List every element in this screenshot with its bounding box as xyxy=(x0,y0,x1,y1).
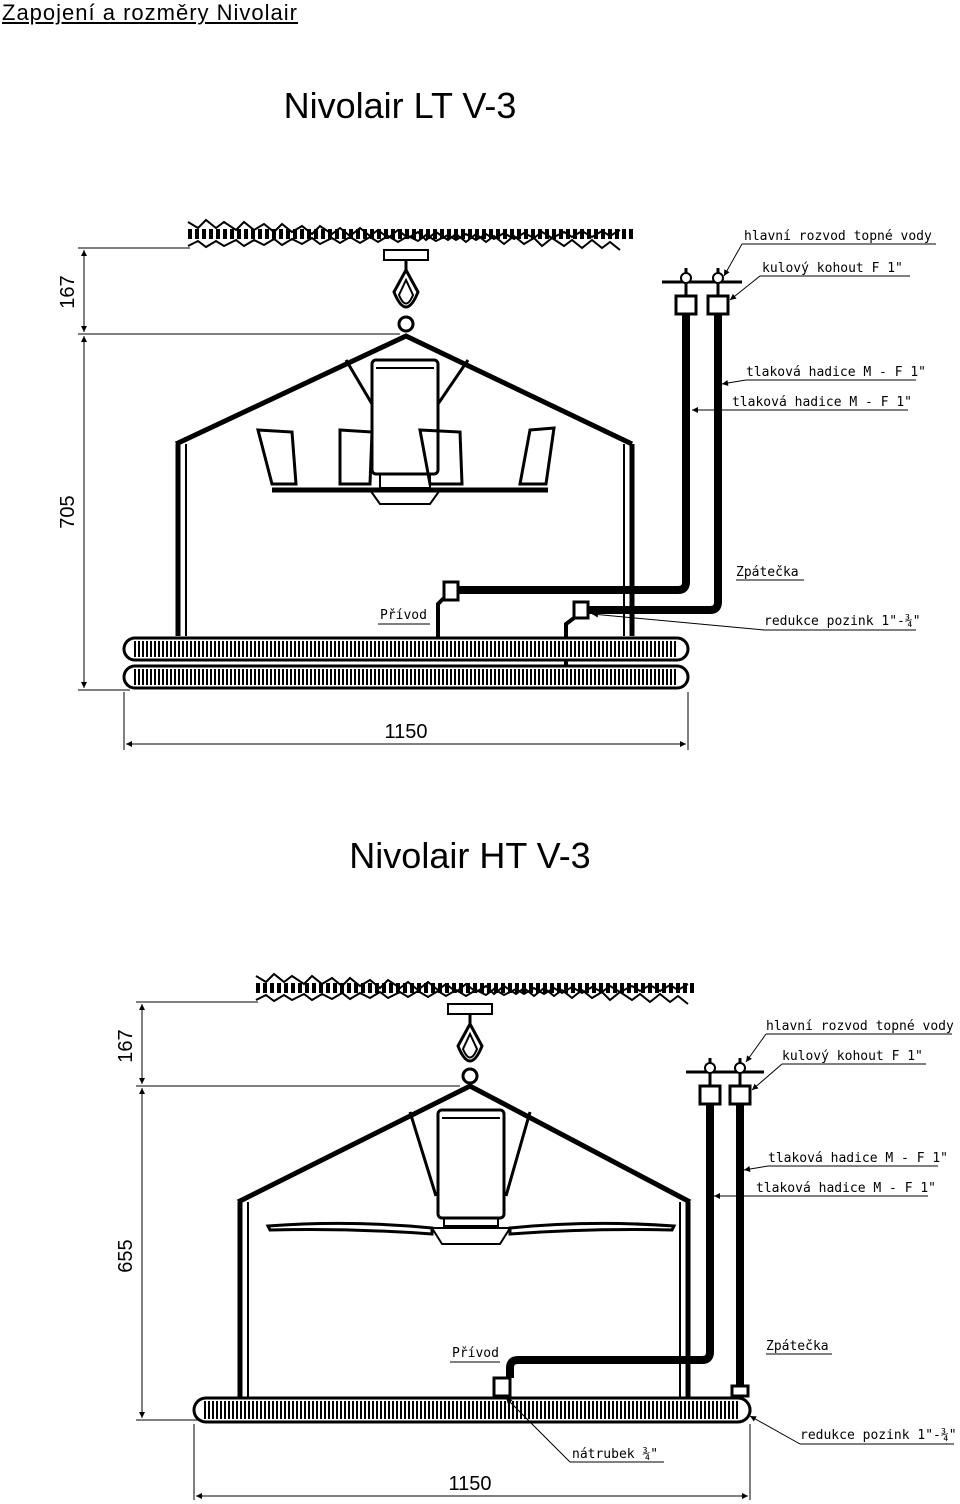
label-supply-ht: Přívod xyxy=(452,1346,499,1361)
label-return-ht: Zpátečka xyxy=(766,1339,829,1354)
diagram-title-lt: Nivolair LT V-3 xyxy=(284,85,517,126)
dim-width-lt: 1150 xyxy=(384,721,427,743)
callouts-lt: hlavní rozvod topné vody kulový kohout F… xyxy=(378,229,936,631)
pipes-ht xyxy=(492,1058,764,1422)
label-main-ht: hlavní rozvod topné vody xyxy=(766,1019,954,1034)
hanger-lt xyxy=(383,249,429,333)
dim-height-ht: 655 xyxy=(115,1239,137,1272)
hanger-ht xyxy=(447,1003,493,1085)
fan-ht xyxy=(265,1108,677,1245)
label-hose1-ht: tlaková hadice M - F 1" xyxy=(768,1151,948,1166)
pipes-lt xyxy=(436,268,742,680)
label-nipple-ht: nátrubek ¾" xyxy=(572,1447,658,1462)
dim-top-lt: 167 xyxy=(57,275,79,308)
callouts-ht: hlavní rozvod topné vody kulový kohout F… xyxy=(450,1019,957,1463)
label-valve-lt: kulový kohout F 1" xyxy=(762,261,903,276)
exchanger-lt xyxy=(122,636,690,690)
label-reduction-ht: redukce pozink 1"-¾" xyxy=(800,1428,957,1443)
label-hose2-lt: tlaková hadice M - F 1" xyxy=(732,395,912,410)
dimensions-lt: 167 705 1150 xyxy=(57,247,689,750)
label-supply-lt: Přívod xyxy=(380,608,427,623)
label-return-lt: Zpátečka xyxy=(736,565,799,580)
label-reduction-lt: redukce pozink 1"-¾" xyxy=(764,614,921,629)
fan-lt xyxy=(256,358,556,505)
diagram-lt: Nivolair LT V-3 xyxy=(57,85,936,750)
frame-ht xyxy=(236,1083,692,1402)
exchanger-ht xyxy=(192,1396,752,1424)
dim-top-ht: 167 xyxy=(115,1029,137,1062)
label-hose1-lt: tlaková hadice M - F 1" xyxy=(746,365,926,380)
page-title: Zapojení a rozměry Nivolair xyxy=(2,0,298,25)
dim-height-lt: 705 xyxy=(57,495,79,528)
label-valve-ht: kulový kohout F 1" xyxy=(782,1049,923,1064)
dimensions-ht: 167 655 1150 xyxy=(115,1001,751,1500)
ceiling-lt xyxy=(187,218,634,251)
label-main-lt: hlavní rozvod topné vody xyxy=(744,229,932,244)
dim-width-ht: 1150 xyxy=(448,1473,491,1495)
diagram-title-ht: Nivolair HT V-3 xyxy=(349,835,590,876)
frame-lt xyxy=(174,333,635,636)
ceiling-ht xyxy=(255,972,694,1005)
label-hose2-ht: tlaková hadice M - F 1" xyxy=(756,1181,936,1196)
diagram-ht: Nivolair HT V-3 xyxy=(115,835,957,1500)
